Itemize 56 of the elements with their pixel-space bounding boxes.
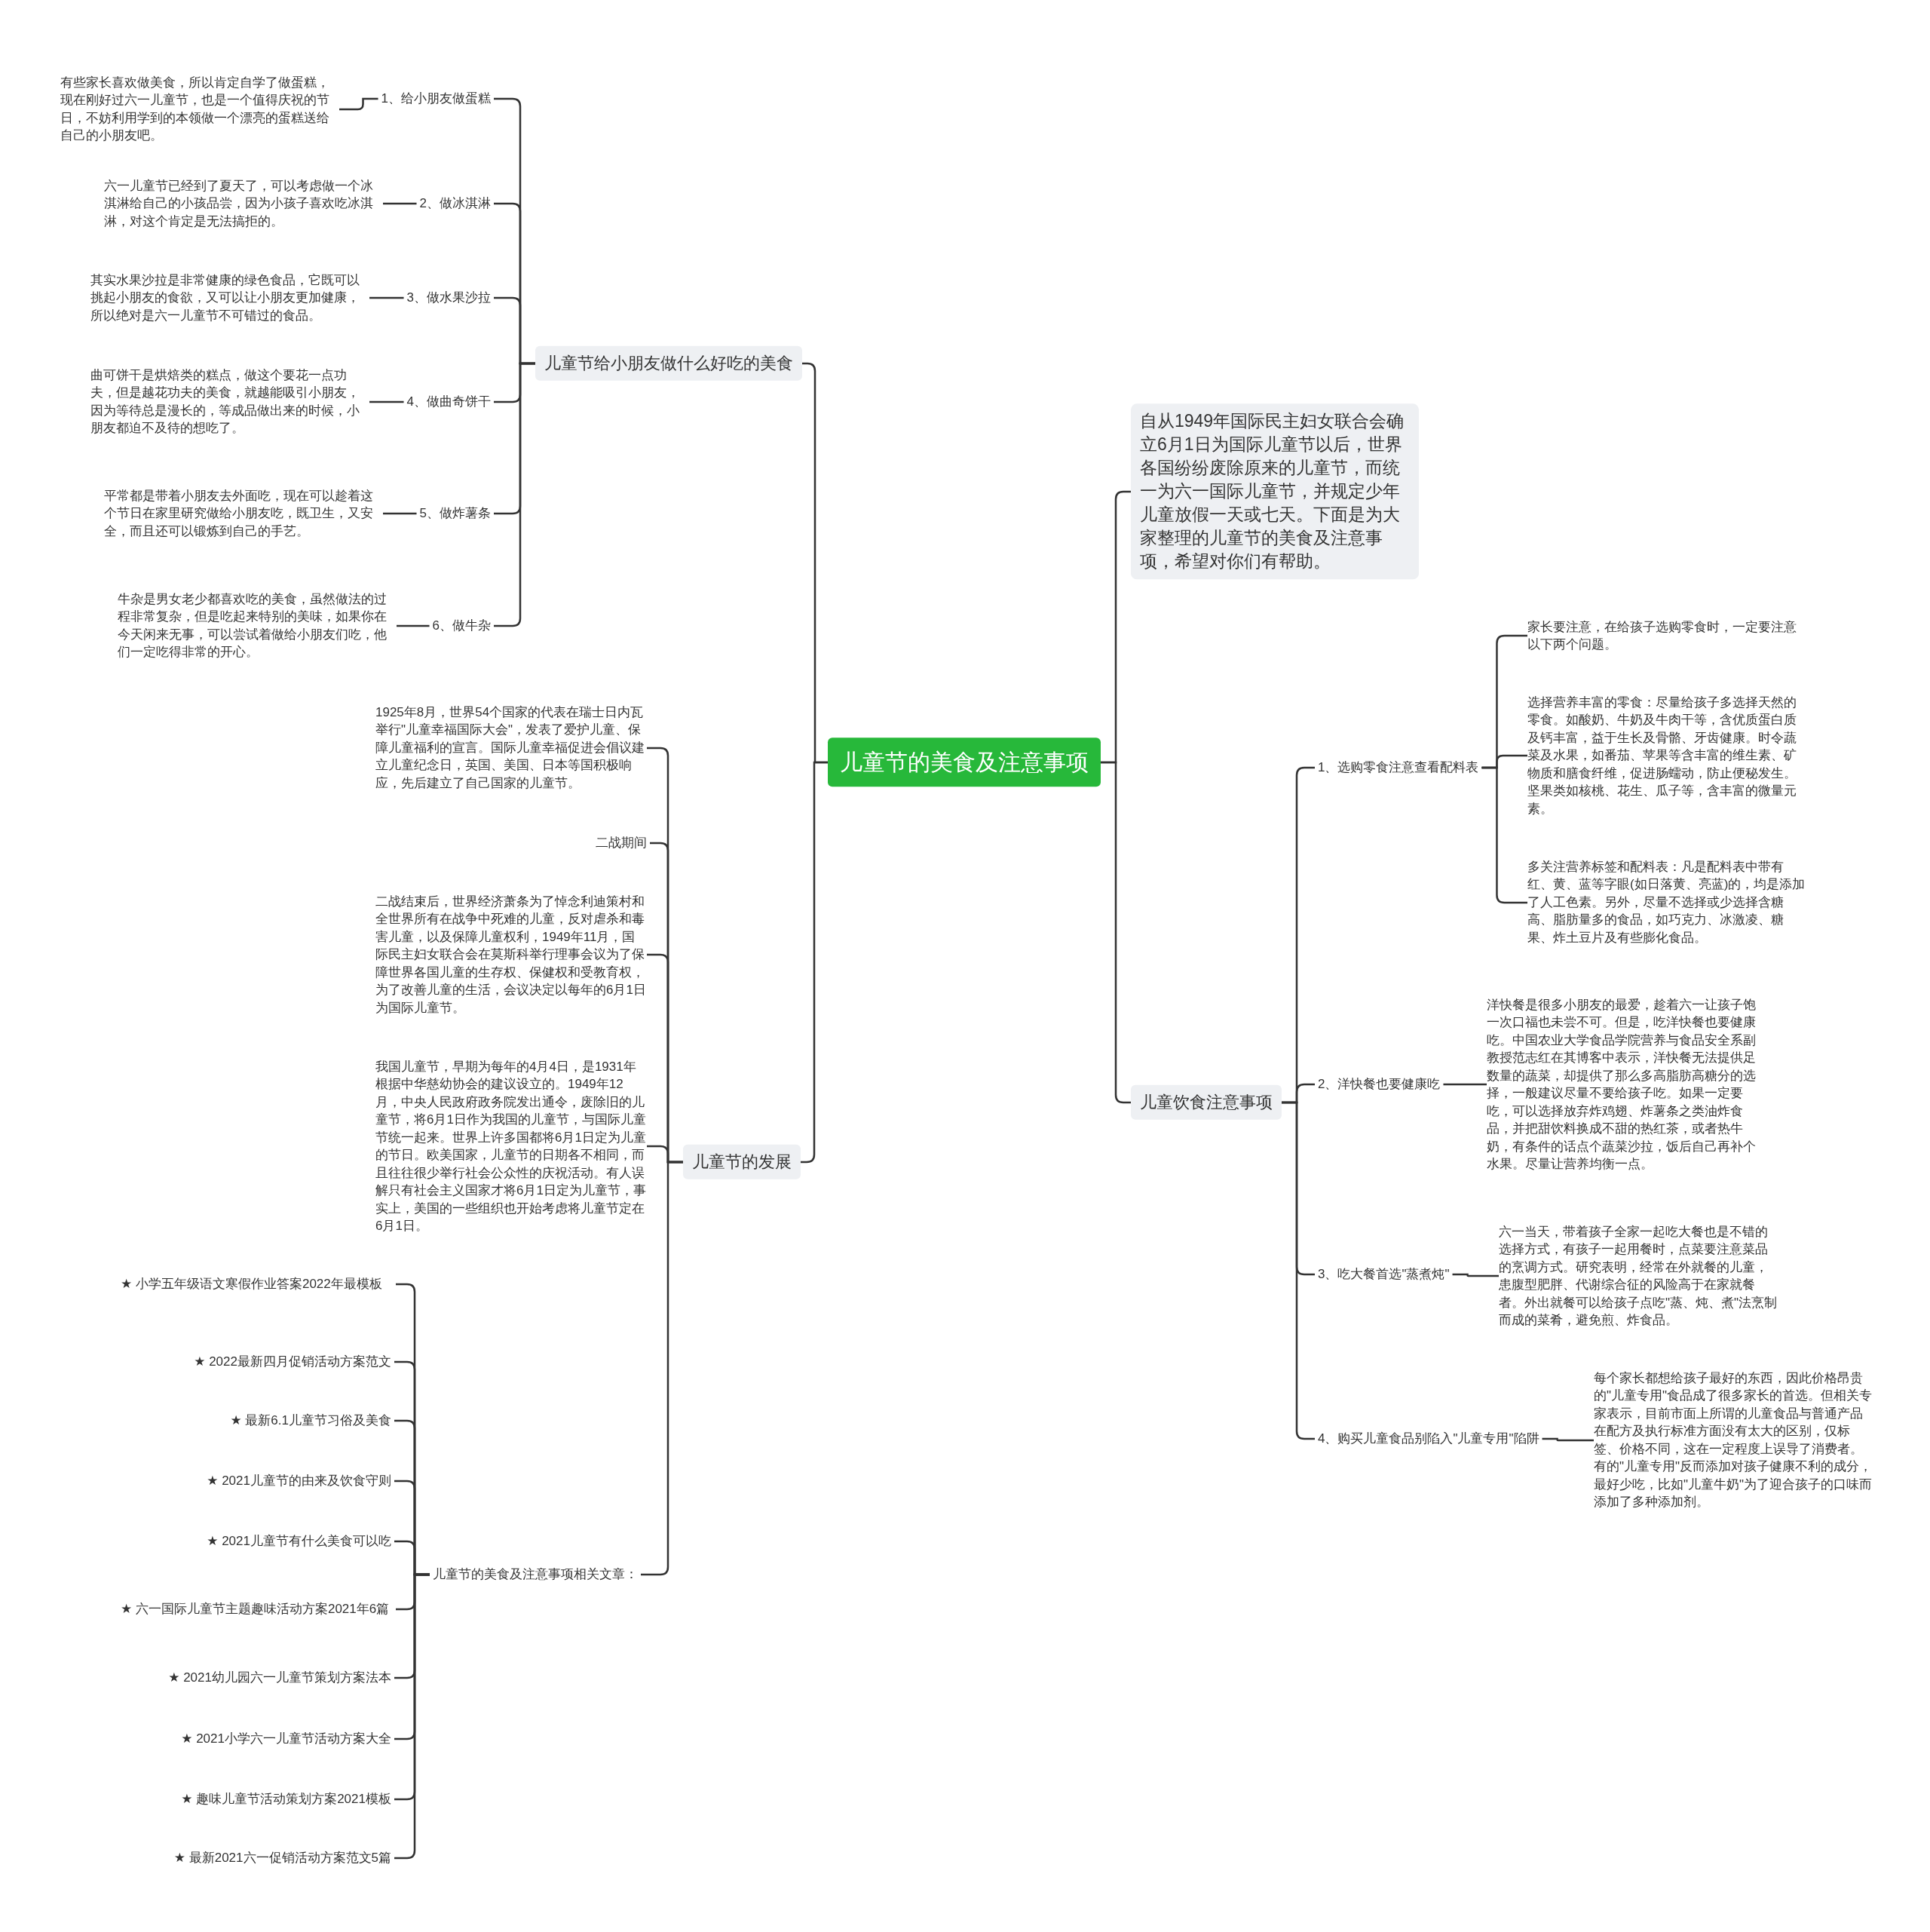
subtopic-text: 2、做冰淇淋 [416, 193, 494, 214]
connector-line [1481, 766, 1527, 904]
connector-line [641, 1161, 683, 1576]
connector-line [1542, 1437, 1594, 1442]
intro-box: 自从1949年国际民主妇女联合会确立6月1日为国际儿童节以后，世界各国纷纷废除原来的儿童节，而统一为六一国际儿童节，并规定少年儿童放假一天或七天。下面是为大家整理的儿童节的美食及注意事项，希望对你们有帮助。 [1131, 403, 1419, 580]
subtopic-text: 4、购买儿童食品别陷入"儿童专用"陷阱 [1315, 1428, 1542, 1449]
subtopic-text: 儿童节的美食及注意事项相关文章： [430, 1564, 641, 1585]
note-text: 多关注营养标签和配料表：凡是配料表中带有红、黄、蓝等字眼(如日落黄、亮蓝)的，均是添加了人工色素。另外，尽量不选择或少选择含糖高、脂肪量多的食品，如巧克力、冰激凌、糖果、炸土豆片及有些膨化食品。 [1527, 857, 1808, 949]
note-text: 1925年8月，世界54个国家的代表在瑞士日内瓦举行"儿童幸福国际大会"，发表了爱护儿童、保障儿童福利的宣言。国际儿童幸福促进会倡议建立儿童纪念日，英国、美国、日本等国积极响应，先后建立了自己国家的儿童节。 [375, 702, 647, 794]
connector-line [383, 202, 417, 205]
note-text: 我国儿童节，早期为每年的4月4日，是1931年根据中华慈幼协会的建议设立的。1949年12月，中央人民政府政务院发出通令，废除旧的儿童节，将6月1日作为我国的儿童节，与国际儿童节统一起来。世界上许多国都将6月1日定为儿童的节日。欧美国家，儿童节的日期各不相同，而且往往很少举行社会公众性的庆祝活动。有人误解只有社会主义国家才将6月1日定为儿童节，事实上，美国的一些组织也开始考虑将儿童节定在6月1日。 [375, 1056, 647, 1237]
subtopic-text: 6、做牛杂 [429, 615, 494, 636]
note-text: 六一当天，带着孩子全家一起吃大餐也是不错的选择方式，有孩子一起用餐时，点菜要注意菜品的烹调方式。研究表明，经常在外就餐的儿童，患腹型肥胖、代谢综合征的风险高于在家就餐者。外出就餐可以给孩子点吃"蒸、炖、煮"法烹制而成的菜肴，避免煎、炸食品。 [1499, 1221, 1778, 1331]
connector-line [1101, 761, 1131, 1104]
connector-line [1443, 1083, 1487, 1086]
note-text: 选择营养丰富的零食：尽量给孩子多选择天然的零食。如酸奶、牛奶及牛肉干等，含优质蛋白质及钙丰富，益于生长及骨骼、牙齿健康。时令蔬菜及水果，如番茄、苹果等含丰富的维生素、矿物质和膳食纤维，促进肠蠕动，防止便秘发生。坚果类如核桃、花生、瓜子等，含丰富的微量元素。 [1527, 692, 1808, 820]
connector-line [369, 400, 404, 403]
connector-line [339, 97, 378, 111]
subtopic-text: 1、选购零食注意查看配料表 [1315, 757, 1482, 778]
connector-line [1452, 1273, 1499, 1277]
subtopic-text: ★ 2021儿童节的由来及饮食守则 [204, 1470, 394, 1492]
subtopic-text: ★ 最新6.1儿童节习俗及美食 [227, 1410, 394, 1431]
note-text: 二战结束后，世界经济萧条为了悼念利迪策村和全世界所有在战争中死难的儿童，反对虐杀和毒害儿童，以及保障儿童权利，1949年11月，国际民主妇女联合会在莫斯科举行理事会议为了保障世界各国儿童的生存权、保健权和受教育权，为了改善儿童的生活，会议决定以每年的6月1日为国际儿童节。 [375, 891, 647, 1019]
subtopic-text: 3、做水果沙拉 [403, 287, 494, 308]
topic-box: 儿童节的发展 [683, 1144, 801, 1180]
subtopic-text: ★ 趣味儿童节活动策划方案2021模板 [178, 1789, 394, 1810]
subtopic-text: 二战期间 [593, 833, 650, 854]
subtopic-text: ★ 2021小学六一儿童节活动方案大全 [178, 1728, 394, 1750]
subtopic-text: ★ 2021幼儿园六一儿童节策划方案法本 [165, 1667, 394, 1688]
connector-line [383, 512, 417, 515]
note-text: 其实水果沙拉是非常健康的绿色食品，它既可以挑起小朋友的食欲，又可以让小朋友更加健康，所以绝对是六一儿童节不可错过的食品。 [90, 269, 369, 327]
topic-box: 儿童节给小朋友做什么好吃的美食 [535, 345, 802, 382]
note-text: 每个家长都想给孩子最好的东西，因此价格昂贵的"儿童专用"食品成了很多家长的首选。但相关专家表示，目前市面上所谓的儿童食品与普通产品在配方及执行标准方面没有太大的区别，仅标签、价格不同，这在一定程度上误导了消费者。有的"儿童专用"反而添加对孩子健康不利的成分，最好少吃，比如"儿童牛奶"为了迎合孩子的口味而添加了多种添加剂。 [1594, 1368, 1874, 1513]
subtopic-text: 5、做炸薯条 [416, 503, 494, 524]
subtopic-text: ★ 2022最新四月促销活动方案范文 [191, 1351, 394, 1372]
connector-line [801, 761, 828, 1164]
central-topic: 儿童节的美食及注意事项 [828, 738, 1101, 787]
subtopic-text: 2、洋快餐也要健康吃 [1315, 1074, 1444, 1095]
note-text: 六一儿童节已经到了夏天了，可以考虑做一个冰淇淋给自己的小孩品尝，因为小孩子喜欢吃冰淇淋，对这个肯定是无法搞拒的。 [104, 175, 383, 232]
subtopic-text: ★ 2021儿童节有什么美食可以吃 [204, 1531, 394, 1552]
article-link-text: ★ 六一国际儿童节主题趣味活动方案2021年6篇 [121, 1599, 396, 1620]
subtopic-text: 3、吃大餐首选"蒸煮炖" [1315, 1264, 1453, 1285]
subtopic-text: ★ 最新2021六一促销活动方案范文5篇 [170, 1848, 394, 1869]
note-text: 牛杂是男女老少都喜欢吃的美食，虽然做法的过程非常复杂，但是吃起来特别的美味，如果你在今天闲来无事，可以尝试着做给小朋友们吃，他们一定吃得非常的开心。 [118, 589, 397, 663]
connector-line [397, 624, 430, 627]
note-text: 有些家长喜欢做美食，所以肯定自学了做蛋糕，现在刚好过六一儿童节，也是一个值得庆祝的节日，不妨利用学到的本领做一个漂亮的蛋糕送给自己的小朋友吧。 [60, 72, 339, 146]
note-text: 平常都是带着小朋友去外面吃，现在可以趁着这个节日在家里研究做给小朋友吃，既卫生，又安全，而且还可以锻炼到自己的手艺。 [104, 485, 383, 542]
note-text: 曲可饼干是烘焙类的糕点，做这个要花一点功夫，但是越花功夫的美食，就越能吸引小朋友，因为等待总是漫长的，等成品做出来的时候，小朋友都迫不及待的想吃了。 [90, 365, 369, 439]
subtopic-text: 1、给小朋友做蛋糕 [378, 88, 494, 109]
subtopic-text: 4、做曲奇饼干 [403, 391, 494, 412]
note-text: 家长要注意，在给孩子选购零食时，一定要注意以下两个问题。 [1527, 616, 1808, 655]
connector-line [369, 296, 404, 299]
connector-line [494, 362, 535, 627]
topic-box: 儿童饮食注意事项 [1131, 1084, 1282, 1121]
note-text: 洋快餐是很多小朋友的最爱，趁着六一让孩子饱一次口福也未尝不可。但是，吃洋快餐也要健康吃。中国农业大学食品学院营养与食品安全系副教授范志红在其博客中表示，洋快餐无法提供足数量的蔬菜，却提供了那么多高脂肪高糖分的选择，一般建议尽量不要给孩子吃。如果一定要吃，可以选择放弃炸鸡翅、炸薯条之类油炸食品，并把甜饮料换成不甜的热红茶，或者热牛奶，有条件的话点个蔬菜沙拉，饭后自己再补个水果。尽量让营养均衡一点。 [1487, 994, 1766, 1175]
article-link-text: ★ 小学五年级语文寒假作业答案2022年最模板 [121, 1274, 396, 1295]
